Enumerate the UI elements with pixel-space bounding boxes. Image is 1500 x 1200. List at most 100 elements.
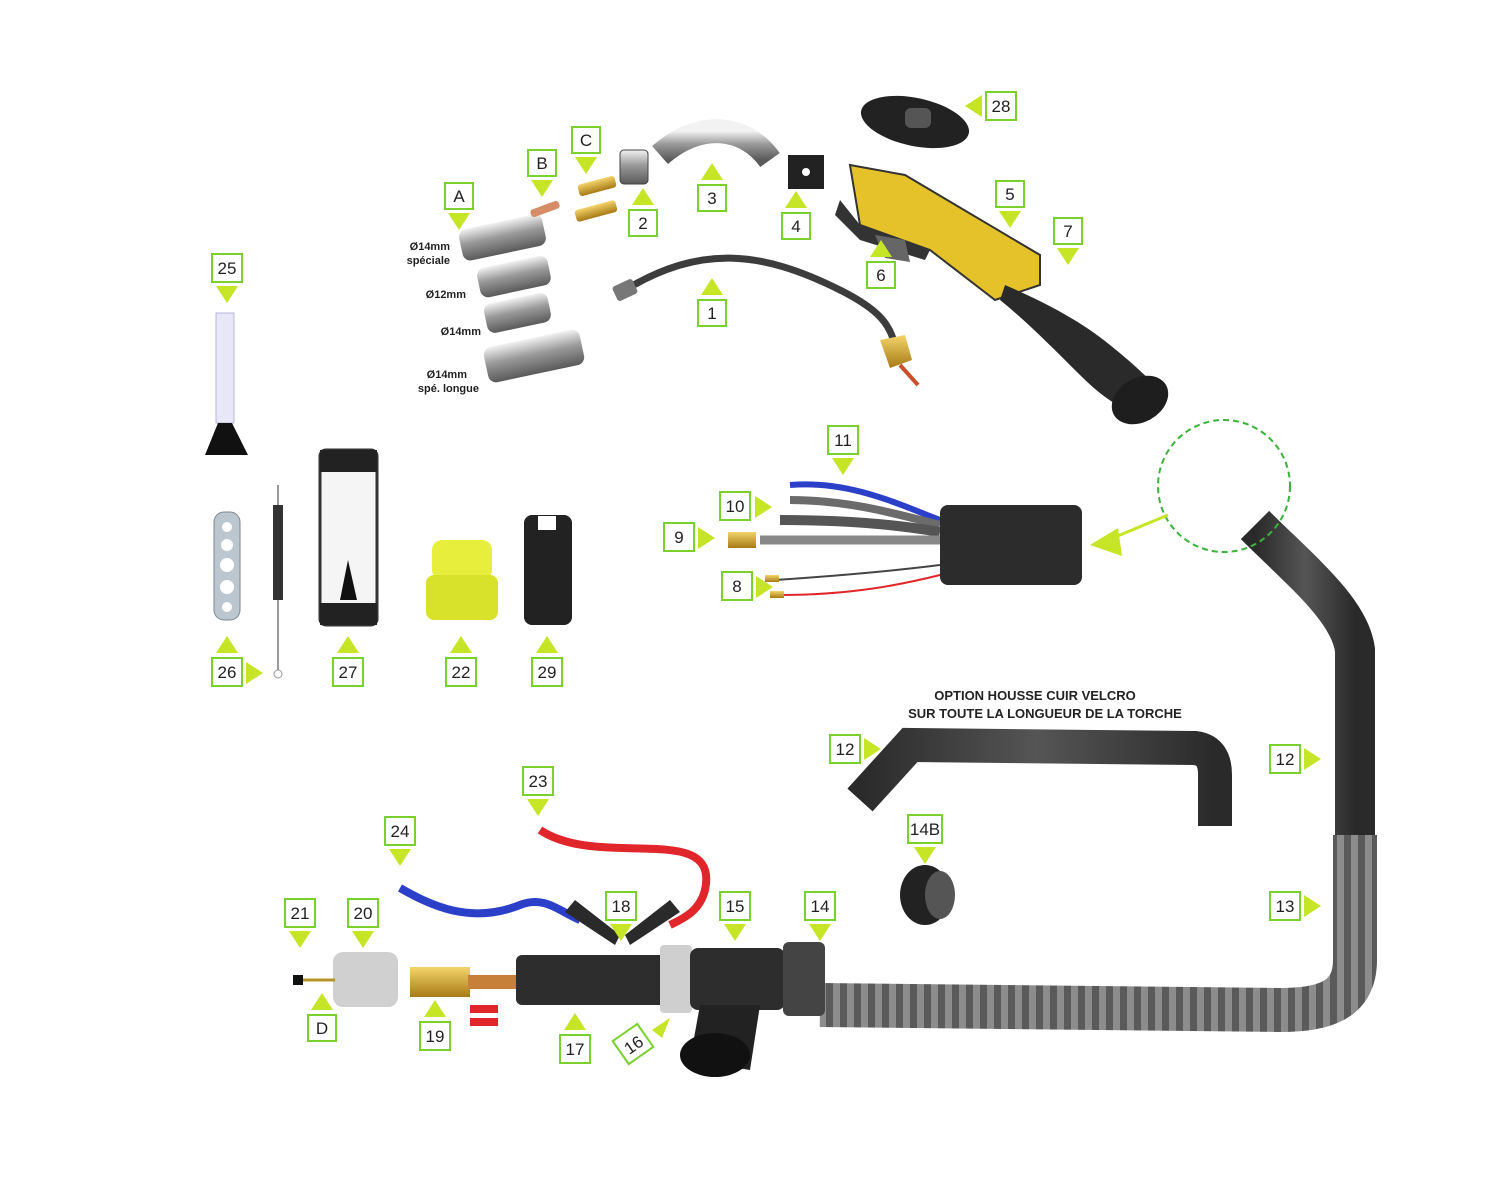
nozzle-size-long-word: spé. longue	[418, 383, 479, 395]
callout-26: 26	[211, 636, 263, 687]
cable-bundle-part	[728, 481, 1082, 598]
gas-gauge-part	[205, 312, 248, 455]
callout-17: 17	[559, 1013, 591, 1064]
gas-fitting	[728, 532, 756, 548]
callout-D: D	[307, 993, 337, 1042]
grommet-part	[900, 865, 955, 925]
liner-tip	[880, 335, 912, 368]
svg-text:24: 24	[391, 822, 410, 841]
callout-29: 29	[531, 636, 563, 687]
callout-A: A	[444, 182, 474, 230]
torch-handle-part	[835, 163, 1169, 425]
nozzle-size-12: Ø12mm	[426, 289, 467, 301]
option-note-line2: SUR TOUTE LA LONGUEUR DE LA TORCHE	[908, 706, 1182, 721]
svg-text:28: 28	[992, 97, 1011, 116]
callout-22: 22	[445, 636, 477, 687]
svg-text:D: D	[316, 1019, 328, 1038]
svg-text:14B: 14B	[910, 820, 940, 839]
nozzle-size-long: Ø14mm	[427, 369, 468, 381]
callout-24: 24	[384, 816, 416, 866]
svg-text:23: 23	[529, 772, 548, 791]
callout-7: 7	[1053, 217, 1083, 265]
corrugated-hose	[819, 835, 1377, 1033]
neck-insulator-part	[619, 149, 649, 185]
wrench-plate-part	[213, 511, 241, 621]
svg-text:21: 21	[291, 904, 310, 923]
detail-pointer-arrow	[1090, 528, 1122, 556]
svg-text:12: 12	[1276, 750, 1295, 769]
callout-14B: 14B	[907, 814, 943, 864]
callout-4: 4	[781, 191, 811, 240]
leather-sleeve-end	[940, 505, 1082, 585]
svg-text:17: 17	[566, 1040, 585, 1059]
callout-8: 8	[721, 571, 773, 601]
svg-text:22: 22	[452, 663, 471, 682]
option-note-line1: OPTION HOUSSE CUIR VELCRO	[934, 688, 1136, 703]
central-connector-part	[293, 826, 825, 1077]
callout-2: 2	[628, 188, 658, 237]
svg-text:26: 26	[218, 663, 237, 682]
nozzle-size-special-word: spéciale	[407, 255, 450, 267]
callout-12-hose: 12	[1269, 744, 1321, 774]
callout-16: 16	[611, 1018, 670, 1066]
callout-6: 6	[866, 240, 896, 289]
callout-19: 19	[419, 1000, 451, 1051]
detail-zoom-circle	[1157, 419, 1291, 553]
svg-text:20: 20	[354, 904, 373, 923]
svg-text:25: 25	[218, 259, 237, 278]
anti-spatter-tube-part	[318, 448, 379, 627]
svg-text:B: B	[536, 154, 547, 173]
callout-10: 10	[719, 491, 772, 521]
svg-text:6: 6	[876, 266, 885, 285]
callout-B: B	[527, 149, 557, 197]
trigger-part	[875, 235, 910, 262]
liner-part	[621, 254, 899, 349]
svg-text:2: 2	[638, 214, 647, 233]
callout-C: C	[571, 126, 601, 174]
svg-text:18: 18	[612, 897, 631, 916]
nozzle-size-14: Ø14mm	[441, 326, 482, 338]
liner-fitting	[612, 279, 638, 301]
callout-25: 25	[211, 253, 243, 303]
neck-nut-hole	[802, 168, 810, 176]
svg-text:11: 11	[834, 431, 852, 450]
contact-tip-part	[530, 200, 560, 218]
svg-text:1: 1	[707, 304, 716, 323]
leather-cover-hose	[1240, 510, 1375, 835]
svg-text:8: 8	[732, 577, 741, 596]
tip-holder-part	[574, 175, 618, 222]
svg-text:3: 3	[707, 189, 716, 208]
callout-28: 28	[965, 91, 1017, 121]
callout-11: 11	[827, 425, 859, 475]
svg-text:C: C	[580, 131, 592, 150]
callout-27: 27	[332, 636, 364, 687]
callout-5: 5	[995, 180, 1025, 228]
nozzle-set-part	[459, 214, 585, 383]
callout-20: 20	[347, 898, 379, 948]
cleaning-brush-part	[273, 485, 283, 679]
swan-neck-part	[652, 119, 780, 168]
svg-text:12: 12	[836, 740, 855, 759]
svg-text:10: 10	[726, 497, 745, 516]
callout-23: 23	[522, 766, 554, 816]
callout-21: 21	[284, 898, 316, 948]
svg-text:4: 4	[791, 217, 800, 236]
liner-contact	[898, 363, 920, 387]
callout-1: 1	[697, 278, 727, 327]
handle-cover-part	[860, 95, 970, 149]
nozzle-size-special: Ø14mm	[410, 241, 451, 253]
svg-text:14: 14	[811, 897, 830, 916]
callout-13: 13	[1269, 891, 1321, 921]
black-sleeve-part	[524, 515, 572, 625]
svg-text:5: 5	[1005, 185, 1014, 204]
callout-12-option: 12	[829, 734, 881, 764]
svg-text:13: 13	[1276, 897, 1295, 916]
yellow-adapter-part	[426, 540, 498, 620]
svg-text:7: 7	[1063, 222, 1072, 241]
callout-14: 14	[804, 891, 836, 941]
svg-text:A: A	[453, 187, 465, 206]
callout-18: 18	[605, 891, 637, 941]
svg-text:29: 29	[538, 663, 557, 682]
svg-text:19: 19	[426, 1027, 445, 1046]
